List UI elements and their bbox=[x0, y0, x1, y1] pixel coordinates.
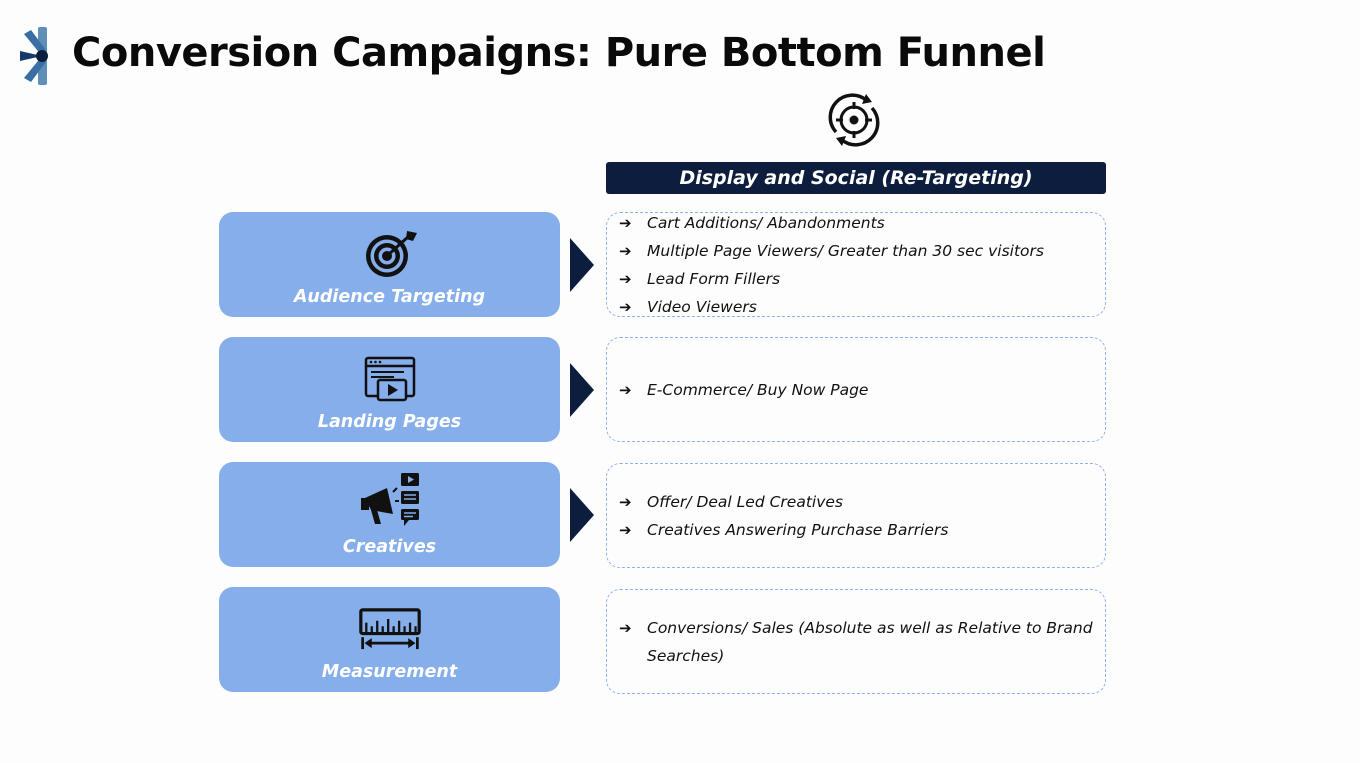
card-label: Audience Targeting bbox=[293, 287, 486, 307]
arrow-bullet-icon: ➔ bbox=[619, 241, 632, 260]
bullseye-icon bbox=[365, 231, 417, 277]
list-item: ➔Video Viewers bbox=[619, 293, 1095, 321]
column-header: Display and Social (Re-Targeting) bbox=[606, 162, 1106, 194]
card-label: Landing Pages bbox=[317, 412, 462, 432]
card-label: Measurement bbox=[321, 662, 458, 682]
page-title: Conversion Campaigns: Pure Bottom Funnel bbox=[72, 30, 1046, 76]
list-item: ➔Offer/ Deal Led Creatives bbox=[619, 488, 1095, 516]
card-audience-targeting: Audience Targeting bbox=[219, 212, 560, 317]
panel-creatives: ➔Offer/ Deal Led Creatives ➔Creatives An… bbox=[606, 463, 1106, 568]
megaphone-content-icon bbox=[360, 473, 419, 526]
company-logo-icon bbox=[20, 27, 48, 85]
arrow-bullet-icon: ➔ bbox=[619, 269, 632, 288]
card-creatives: Creatives bbox=[219, 462, 560, 567]
arrow-bullet-icon: ➔ bbox=[619, 380, 632, 399]
arrow-bullet-icon: ➔ bbox=[619, 213, 632, 232]
list-item: ➔E-Commerce/ Buy Now Page bbox=[619, 376, 1095, 404]
list-item: ➔Conversions/ Sales (Absolute as well as… bbox=[619, 614, 1095, 670]
arrow-bullet-icon: ➔ bbox=[619, 520, 632, 539]
arrow-bullet-icon: ➔ bbox=[619, 492, 632, 511]
row-arrow bbox=[570, 488, 594, 542]
ruler-measure-icon bbox=[358, 608, 421, 650]
panel-landing-pages: ➔E-Commerce/ Buy Now Page bbox=[606, 337, 1106, 442]
arrow-bullet-icon: ➔ bbox=[619, 618, 632, 637]
list-item: ➔Creatives Answering Purchase Barriers bbox=[619, 516, 1095, 544]
row-arrow bbox=[570, 238, 594, 292]
arrow-bullet-icon: ➔ bbox=[619, 297, 632, 316]
card-label: Creatives bbox=[342, 537, 437, 557]
panel-measurement: ➔Conversions/ Sales (Absolute as well as… bbox=[606, 589, 1106, 694]
card-landing-pages: Landing Pages bbox=[219, 337, 560, 442]
landing-page-icon bbox=[364, 356, 415, 402]
list-item: ➔Cart Additions/ Abandonments bbox=[619, 209, 1095, 237]
target-refresh-icon bbox=[828, 93, 880, 147]
panel-audience-targeting: ➔Cart Additions/ Abandonments ➔Multiple … bbox=[606, 212, 1106, 317]
list-item: ➔Lead Form Fillers bbox=[619, 265, 1095, 293]
row-arrow bbox=[570, 363, 594, 417]
column-header-label: Display and Social (Re-Targeting) bbox=[679, 167, 1033, 189]
list-item: ➔Multiple Page Viewers/ Greater than 30 … bbox=[619, 237, 1095, 265]
card-measurement: Measurement bbox=[219, 587, 560, 692]
